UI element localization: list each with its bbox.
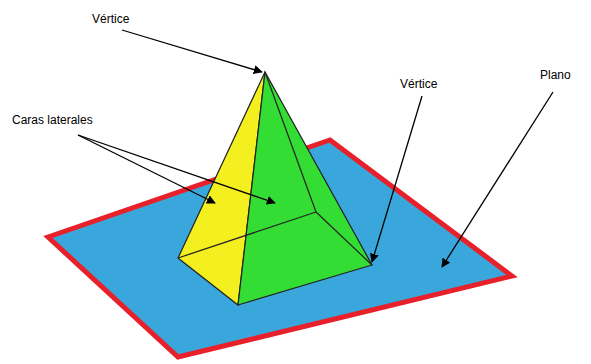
leader-arrow [78,135,215,203]
leader-arrow [372,96,422,262]
lateral-face-green [238,72,372,305]
base-edge [316,212,372,265]
leader-arrow [122,30,262,72]
vertex-label: Vértice [92,12,129,26]
leader-arrow [442,92,553,267]
leader-arrow [78,135,275,203]
plane-label: Plano [540,68,571,82]
base-edge [178,212,316,258]
lateral-edge [265,72,316,212]
vertex-label: Vértice [400,77,437,91]
faces-label: Caras laterales [12,113,93,127]
